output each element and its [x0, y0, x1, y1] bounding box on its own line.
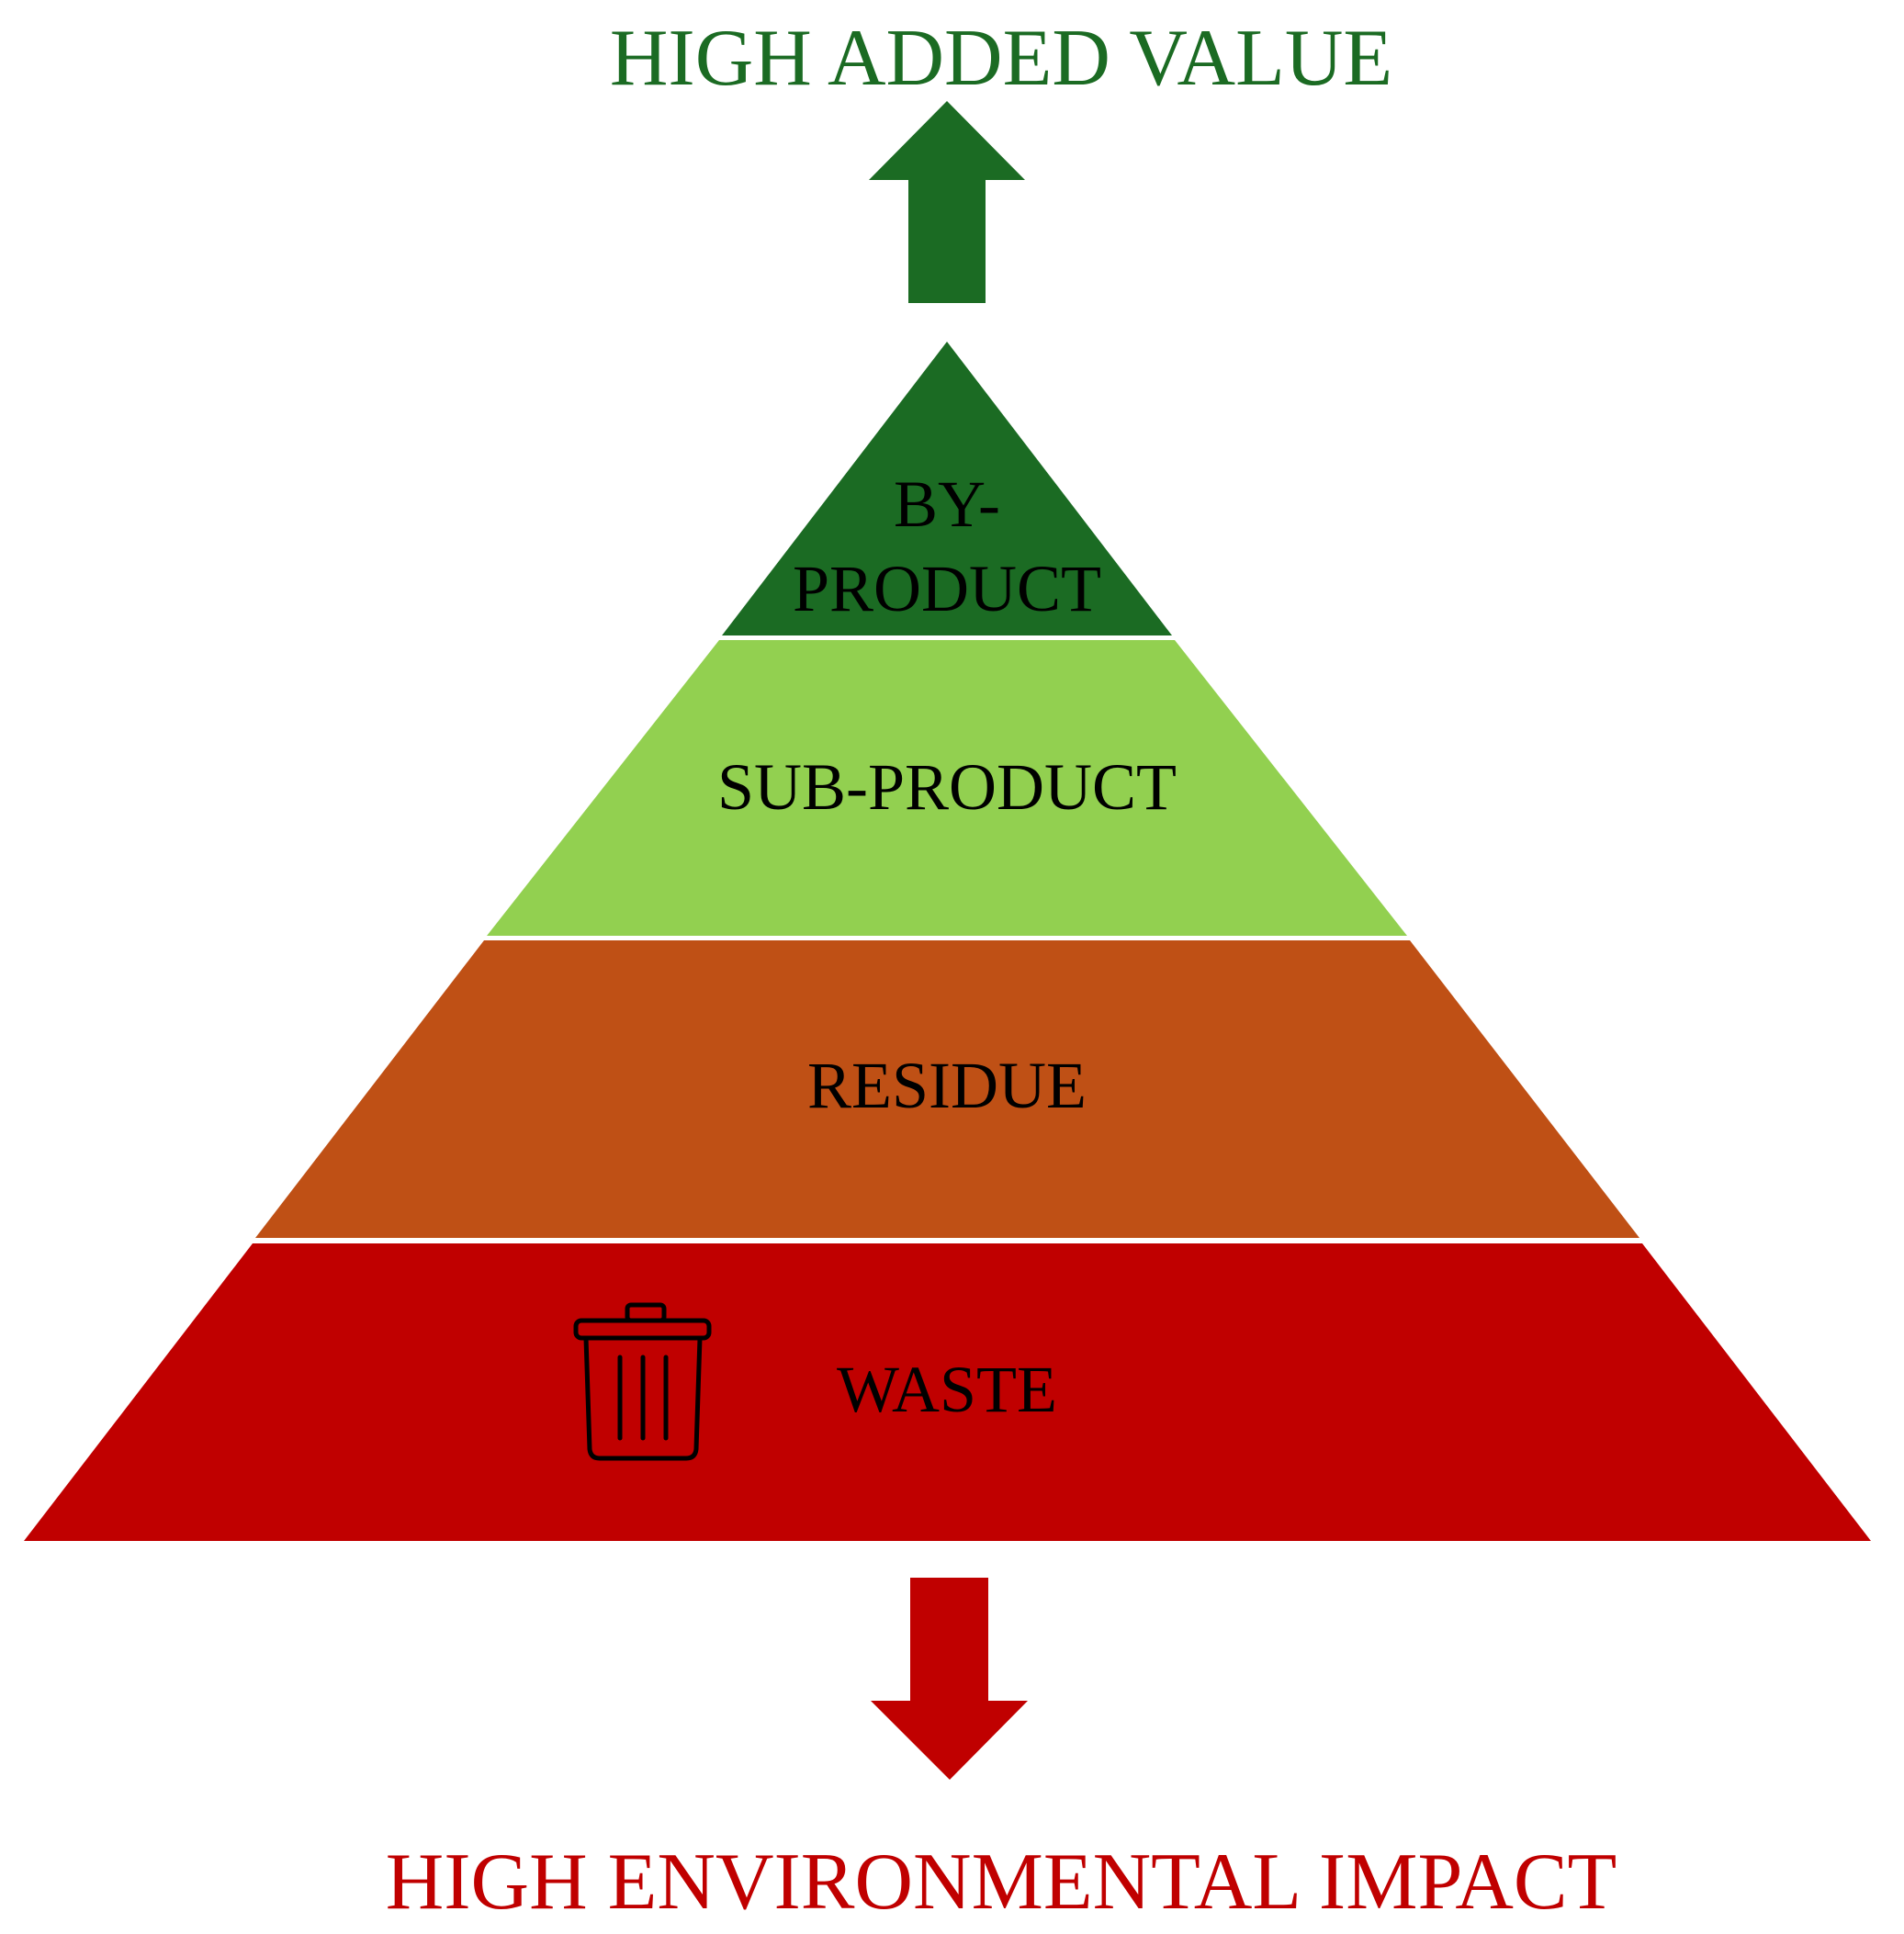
pyramid: [24, 342, 1871, 1541]
down-arrow-icon: [871, 1578, 1028, 1780]
pyramid-level-residue: [255, 940, 1639, 1238]
trash-can-icon: [573, 1302, 712, 1461]
high-environmental-impact-label: HIGH ENVIRONMENTAL IMPACT: [386, 1838, 1617, 1927]
up-arrow-icon: [869, 101, 1025, 303]
residue-label: RESIDUE: [807, 1049, 1087, 1122]
high-added-value-label: HIGH ADDED VALUE: [610, 14, 1392, 103]
waste-label: WASTE: [837, 1353, 1057, 1426]
pyramid-level-by-product: [722, 342, 1172, 635]
pyramid-level-sub-product: [487, 640, 1407, 936]
sub-product-label: SUB-PRODUCT: [717, 750, 1177, 824]
by-product-label-line-2: PRODUCT: [793, 552, 1101, 625]
pyramid-level-waste: [24, 1243, 1871, 1541]
by-product-label-line-1: BY-: [894, 467, 1000, 541]
